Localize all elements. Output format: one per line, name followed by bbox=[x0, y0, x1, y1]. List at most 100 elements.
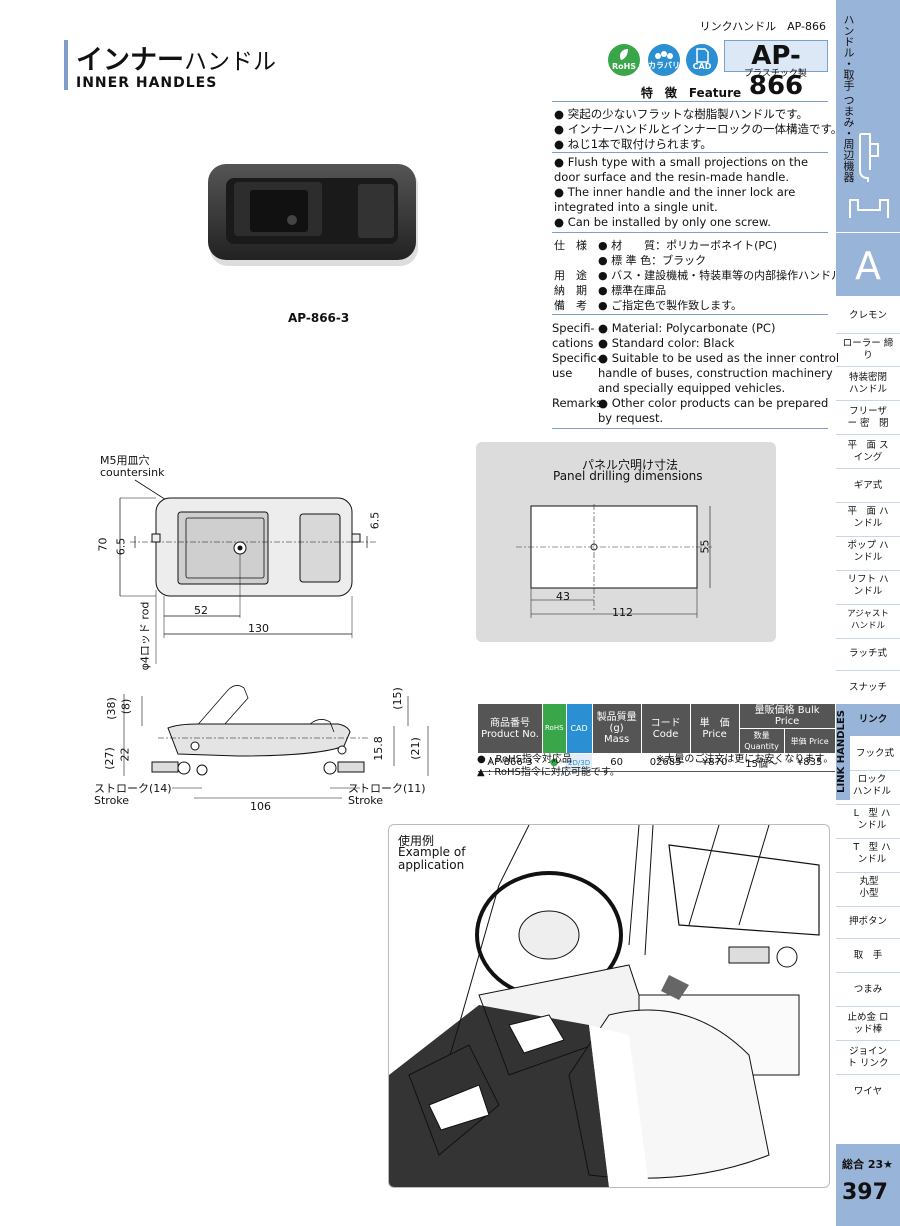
spec-text: ● ご指定色で製作致します。 bbox=[598, 299, 742, 312]
stroke-label-en: Stroke bbox=[94, 794, 130, 807]
side-item-adjust[interactable]: アジャスト ハンドル bbox=[847, 609, 889, 631]
spec-en-label: use bbox=[552, 366, 573, 380]
th-unit: 単価 Price bbox=[790, 736, 829, 746]
dim-15-8: 15.8 bbox=[371, 736, 385, 761]
spec-text: ● 材 質：ポリカーボネイト(PC) bbox=[598, 239, 777, 252]
dim-55: 55 bbox=[698, 539, 712, 554]
cell-rohs: ● bbox=[542, 753, 567, 772]
cell-cad: 2D/3D bbox=[566, 753, 593, 772]
application-title-en: Example of bbox=[398, 845, 466, 859]
side-item-latch[interactable]: ラッチ式 bbox=[848, 648, 887, 659]
dim-130: 130 bbox=[248, 622, 269, 635]
section-letter: A bbox=[855, 244, 881, 288]
divider bbox=[836, 1040, 900, 1041]
feature-en-5: ● Can be installed by only one screw. bbox=[554, 215, 771, 229]
side-item-wire[interactable]: ワイヤ bbox=[853, 1086, 883, 1097]
divider bbox=[836, 804, 900, 805]
photo-caption: AP-866-3 bbox=[288, 311, 350, 325]
dim-6-5-right: 6.5 bbox=[368, 511, 382, 530]
handle-shape-icon bbox=[849, 133, 889, 218]
spec-en-text: ● Suitable to be used as the inner contr… bbox=[598, 351, 840, 365]
divider bbox=[836, 468, 900, 469]
page-title: インナーハンドル bbox=[76, 45, 276, 76]
side-item-push-button[interactable]: 押ボタン bbox=[848, 916, 887, 927]
stroke-11-label: ストローク(11) bbox=[348, 782, 426, 795]
total-index: 総合 23★ bbox=[842, 1158, 893, 1171]
side-item-cremon[interactable]: クレモン bbox=[848, 310, 887, 321]
spec-en-label: Specific- bbox=[552, 351, 601, 365]
side-item-pull[interactable]: 取 手 bbox=[853, 950, 883, 961]
divider bbox=[836, 1074, 900, 1075]
side-item-flat-handle[interactable]: 平 面 ハンドル bbox=[847, 506, 889, 529]
side-item-gear[interactable]: ギア式 bbox=[853, 480, 883, 491]
side-item-flat-swing[interactable]: 平 面 スイング bbox=[847, 440, 889, 463]
dim-38: (38) bbox=[104, 697, 118, 720]
side-item-lift[interactable]: リフト ハンドル bbox=[847, 574, 889, 597]
spec-text: ● 標準在庫品 bbox=[598, 284, 667, 297]
divider bbox=[552, 314, 828, 315]
divider bbox=[836, 502, 900, 503]
feature-heading: 特 徴 Feature bbox=[640, 86, 742, 100]
dim-52: 52 bbox=[194, 604, 208, 617]
side-item-sealed[interactable]: 特装密閉 ハンドル bbox=[848, 372, 887, 395]
side-item-knob[interactable]: つまみ bbox=[853, 984, 883, 995]
feature-jp-2: ● インナーハンドルとインナーロックの一体構造です。 bbox=[554, 122, 843, 136]
stroke-14-label: ストローク(14) bbox=[94, 782, 172, 795]
side-link-tab: LINK HANDLES bbox=[836, 706, 850, 800]
m5-label-en: countersink bbox=[100, 466, 165, 479]
side-item-t-type[interactable]: T 型 ハンドル bbox=[853, 842, 891, 865]
divider bbox=[836, 1006, 900, 1007]
spec-en-label: cations bbox=[552, 336, 594, 350]
drilling-diagram bbox=[516, 504, 712, 618]
divider bbox=[836, 400, 900, 401]
side-item-link[interactable]: リンク bbox=[858, 714, 888, 725]
dim-27: (27) bbox=[102, 747, 116, 770]
side-item-lock[interactable]: ロック ハンドル bbox=[852, 774, 891, 797]
divider bbox=[836, 972, 900, 973]
rod-label: φ4ロッド rod bbox=[138, 601, 152, 671]
side-item-hook[interactable]: フック式 bbox=[855, 748, 894, 759]
top-view-drawing bbox=[119, 479, 378, 664]
dim-43: 43 bbox=[556, 590, 570, 603]
material-label: プラスチック製 bbox=[744, 69, 807, 79]
side-item-stopper[interactable]: 止め金 ロッド棒 bbox=[847, 1012, 889, 1035]
side-item-l-type[interactable]: L 型 ハンドル bbox=[853, 808, 891, 831]
th-mass-en: Mass bbox=[604, 734, 630, 745]
cell-product: AP-866-3 bbox=[477, 753, 543, 772]
cell-code: 02685 bbox=[641, 753, 691, 772]
page-number: 397 bbox=[842, 1180, 888, 1205]
page-title-en: INNER HANDLES bbox=[76, 75, 218, 91]
spec-label: 納 期 bbox=[554, 284, 587, 297]
divider bbox=[836, 366, 900, 367]
dim-8: (8) bbox=[119, 698, 133, 715]
feature-jp-1: ● 突起の少ないフラットな樹脂製ハンドルです。 bbox=[554, 107, 809, 121]
side-item-joint[interactable]: ジョイント リンク bbox=[847, 1046, 889, 1069]
side-item-roller[interactable]: ローラー 締り bbox=[842, 338, 894, 361]
spec-label: 用 途 bbox=[554, 269, 587, 282]
product-photo bbox=[208, 164, 418, 266]
divider bbox=[836, 604, 900, 605]
cad-badge-icon: CAD bbox=[686, 44, 718, 76]
side-item-freezer[interactable]: フリーザー 密 閉 bbox=[847, 406, 889, 429]
spec-en-text: ● Other color products can be prepared bbox=[598, 396, 829, 410]
th-price-jp: 単 価 bbox=[699, 717, 730, 729]
feature-en-1: ● Flush type with a small projections on… bbox=[554, 155, 809, 169]
divider bbox=[836, 638, 900, 639]
dim-21: (21) bbox=[408, 737, 422, 760]
side-item-pop[interactable]: ポップ ハンドル bbox=[847, 540, 889, 563]
feature-jp-3: ● ねじ1本で取付けられます。 bbox=[554, 137, 712, 151]
divider bbox=[552, 232, 828, 233]
side-item-round[interactable]: 丸型 小型 bbox=[859, 876, 879, 899]
dim-106: 106 bbox=[250, 800, 271, 813]
dim-22: 22 bbox=[118, 747, 132, 762]
drilling-title-jp: パネル穴明け寸法 bbox=[582, 458, 679, 472]
th-code-jp: コード bbox=[650, 717, 681, 729]
spec-en-label: Specifi- bbox=[552, 321, 595, 335]
model-number: AP-866 bbox=[724, 40, 828, 101]
spec-en-text: by request. bbox=[598, 411, 664, 425]
spec-en-label: Remarks bbox=[552, 396, 603, 410]
divider bbox=[552, 152, 828, 153]
side-item-snatch[interactable]: スナッチ bbox=[848, 682, 887, 693]
breadcrumb: リンクハンドル AP-866 bbox=[699, 20, 826, 33]
legend-rohs-possible: ▲ : RoHS指令に対応可能です。 bbox=[477, 767, 620, 778]
